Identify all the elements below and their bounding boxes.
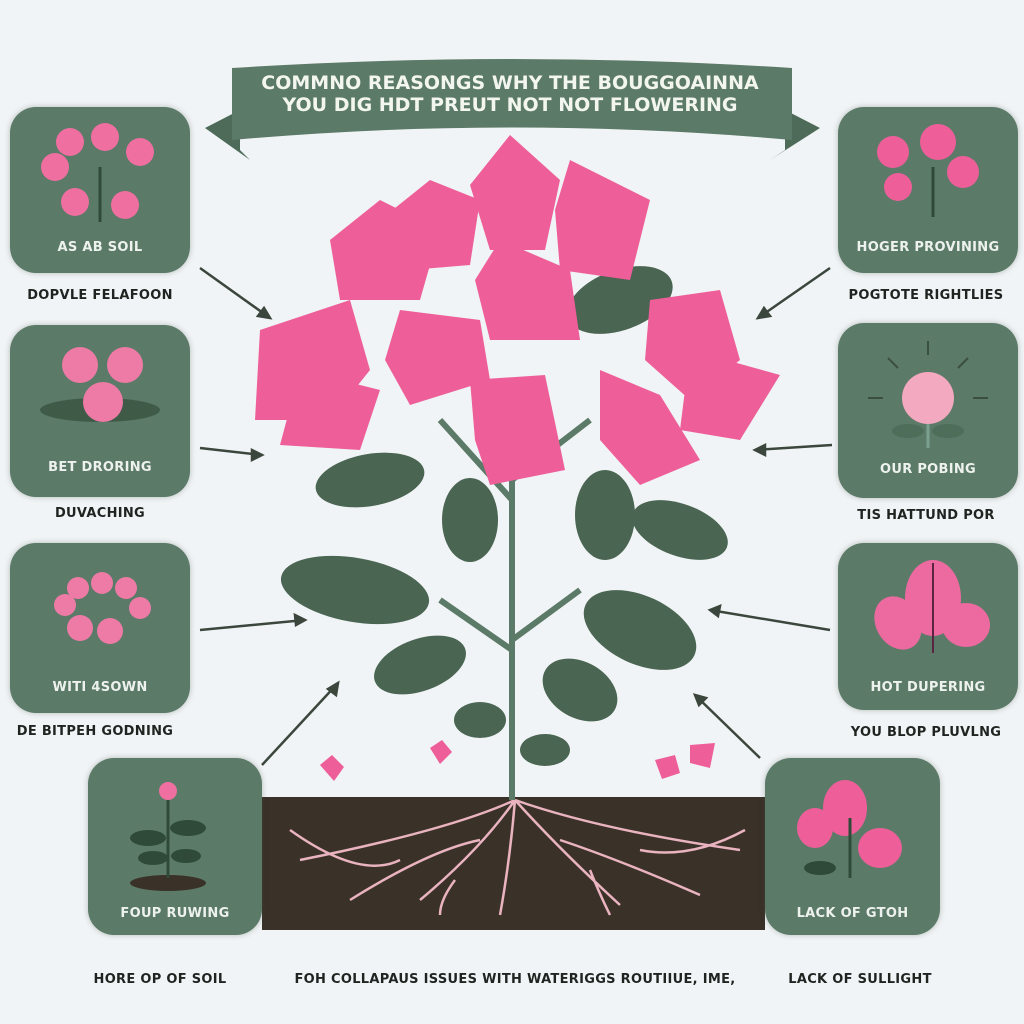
reason-panel-3: WITI 4SOWN	[10, 543, 190, 713]
panel-caption: HORE OP OF SOIL	[93, 972, 227, 987]
panel-text: BET DRORING	[48, 460, 152, 475]
reason-panel-6: HOT DUPERING	[838, 543, 1018, 710]
panel-caption: DUVACHING	[54, 506, 146, 521]
reason-panel-4: HOGER PROVINING	[838, 107, 1018, 273]
title-line-1: COMMNO REASONGS WHY THE BOUGGOAINNA	[261, 72, 759, 94]
panel-text: LACK OF GTOH	[796, 906, 909, 921]
leaves	[280, 266, 728, 766]
bougainvillea-cluster-icon	[41, 123, 154, 222]
bougainvillea-sprig-icon	[877, 124, 979, 217]
panel-text: HOT DUPERING	[870, 680, 986, 695]
seedling-icon	[130, 782, 206, 891]
flower-fan-icon	[54, 572, 151, 644]
center-caption: FOH COLLAPAUS ISSUES WITH WATERIGGS ROUT…	[294, 972, 736, 987]
title-banner	[205, 59, 820, 160]
panel-caption: TIS HATTUND POR	[857, 508, 995, 523]
reason-panel-7: FOUP RUWING	[88, 758, 262, 935]
sunny-flower-icon	[868, 341, 988, 448]
bract-sprig-icon	[797, 780, 902, 878]
roots	[289, 798, 746, 916]
reason-panel-8: LACK OF GTOH	[765, 758, 940, 935]
pointer-arrows	[199, 266, 833, 766]
three-bracts-icon	[40, 347, 160, 422]
pink-leaves-icon	[874, 560, 990, 653]
panel-caption: DOPVLE FELAFOON	[27, 288, 173, 303]
reason-panel-5: OUR POBING	[838, 323, 1018, 498]
reason-panel-1: AS AB SOIL	[10, 107, 190, 273]
title-line-2: YOU DIG HDT PREUT NOT NOT FLOWERING	[282, 94, 738, 116]
panel-caption: POGTOTE RIGHTLIES	[848, 288, 1004, 303]
panel-caption: DE BITPEH GODNING	[16, 724, 174, 739]
panel-text: WITI 4SOWN	[52, 680, 148, 695]
panel-text: OUR POBING	[879, 462, 977, 477]
panel-text: AS AB SOIL	[57, 240, 143, 255]
reason-panel-2: BET DRORING	[10, 325, 190, 497]
panel-caption: LACK OF SULLIGHT	[788, 972, 932, 987]
panel-caption: YOU BLOP PLUVLNG	[850, 725, 1002, 740]
stem	[437, 417, 592, 800]
pink-bracts	[255, 135, 780, 781]
panel-text: FOUP RUWING	[120, 906, 230, 921]
panel-text: HOGER PROVINING	[856, 240, 1000, 255]
